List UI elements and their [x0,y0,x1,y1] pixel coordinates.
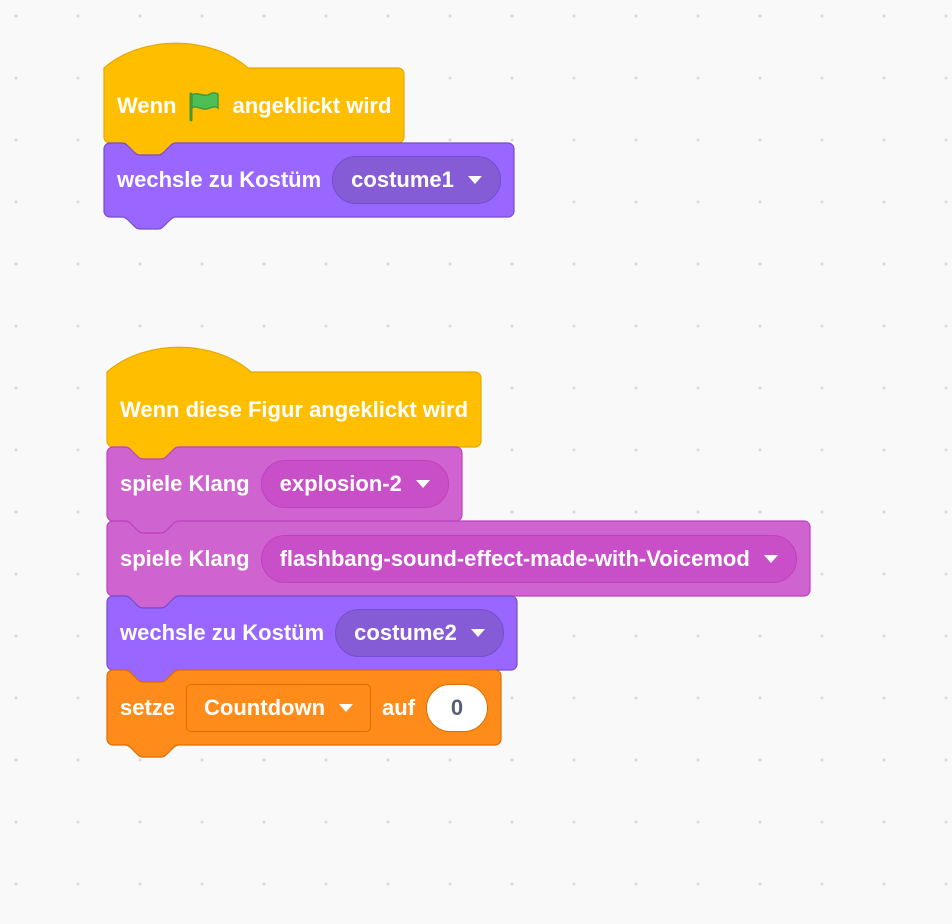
block-label: wechsle zu Kostüm [120,620,325,645]
when-sprite-clicked-block[interactable]: Wenn diese Figur angeklickt wird [106,346,482,460]
dropdown-arrow-icon [470,629,485,637]
dropdown-value: costume1 [351,167,454,192]
block-label: wechsle zu Kostüm [117,167,322,192]
block-label: spiele Klang [120,545,250,571]
costume-dropdown[interactable]: costume1 [332,156,501,204]
block-label: setze [120,694,176,720]
dropdown-arrow-icon [339,703,354,712]
play-sound-block[interactable]: spiele Klang flashbang-sound-effect-made… [106,520,811,609]
value-input[interactable]: 0 [426,683,489,732]
dropdown-arrow-icon [415,480,430,488]
dropdown-arrow-icon [467,176,482,184]
block-label: angeklickt wird [232,92,392,118]
green-flag-icon [187,90,221,122]
block-label: Wenn diese Figur angeklickt wird [120,396,469,422]
when-flag-clicked-block[interactable]: Wenn angeklickt wird [103,42,405,156]
costume-dropdown[interactable]: costume2 [335,609,504,657]
block-label: auf [382,694,416,720]
dropdown-value: costume2 [354,620,457,645]
sound-dropdown[interactable]: explosion-2 [260,460,449,508]
switch-costume-block[interactable]: wechsle zu Kostüm costume1 [103,142,515,230]
block-label: spiele Klang [120,471,250,496]
set-variable-block[interactable]: setze Countdown auf 0 [106,669,502,758]
dropdown-value: explosion-2 [279,471,402,496]
sound-dropdown[interactable]: flashbang-sound-effect-made-with-Voicemo… [260,534,797,583]
variable-dropdown[interactable]: Countdown [186,683,372,732]
play-sound-block[interactable]: spiele Klang explosion-2 [106,446,463,534]
block-label: Wenn [117,92,177,118]
dropdown-value: Countdown [204,694,326,720]
dropdown-value: flashbang-sound-effect-made-with-Voicemo… [279,545,750,571]
dropdown-arrow-icon [763,554,778,563]
switch-costume-block[interactable]: wechsle zu Kostüm costume2 [106,595,518,683]
